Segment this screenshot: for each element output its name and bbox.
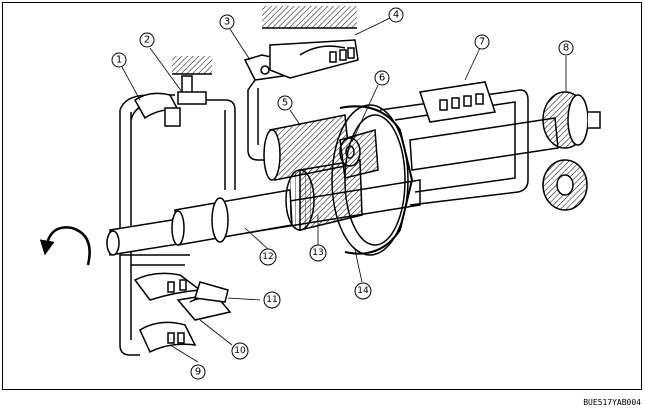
callout-14-label: 14: [357, 286, 369, 296]
lower-gear: [542, 159, 588, 211]
callout-8-label: 8: [563, 43, 569, 54]
callout-11: 11: [263, 291, 281, 309]
rotation-arrow-icon: [39, 226, 91, 266]
callout-9-label: 9: [195, 367, 201, 378]
callout-13-label: 13: [312, 248, 323, 258]
callout-5: 5: [277, 95, 293, 111]
callout-5-label: 5: [282, 98, 288, 109]
callout-1: 1: [111, 52, 127, 68]
gear-8: [542, 91, 601, 149]
callout-7-label: 7: [479, 37, 485, 48]
shift-lever-2: [177, 75, 207, 105]
callout-9: 9: [190, 364, 206, 380]
callout-7: 7: [474, 34, 490, 50]
shift-fork-11: [133, 272, 229, 303]
callout-1-label: 1: [116, 55, 122, 66]
callout-2: 2: [139, 32, 155, 48]
callout-6: 6: [374, 70, 390, 86]
ring-gear-14: [331, 104, 414, 256]
callout-11-label: 11: [266, 295, 277, 305]
callout-12: 12: [259, 248, 277, 266]
idler-gear-6: [339, 129, 379, 179]
shift-rod-upper: [247, 79, 270, 161]
diagram-border: [2, 2, 642, 390]
callout-4-label: 4: [393, 10, 399, 21]
callout-13: 13: [309, 244, 327, 262]
leader-lines: [121, 17, 567, 363]
callout-3: 3: [219, 14, 235, 30]
callout-10: 10: [231, 342, 249, 360]
callout-14: 14: [354, 282, 372, 300]
housing-hatch-top: [172, 6, 357, 75]
callout-10-label: 10: [234, 346, 246, 356]
shift-fork-7: [419, 81, 496, 123]
callout-12-label: 12: [262, 252, 273, 262]
gate-plate-4: [269, 39, 359, 79]
callout-3-label: 3: [224, 17, 230, 28]
shift-fork-9: [139, 321, 197, 354]
callout-4: 4: [388, 7, 404, 23]
sleeve-12: [171, 189, 293, 246]
callout-6-label: 6: [379, 73, 385, 84]
shift-fork-1: [134, 92, 181, 127]
synchro-hub-13: [285, 159, 363, 231]
callout-2-label: 2: [144, 35, 150, 46]
callout-8: 8: [558, 40, 574, 56]
figure-code: BUE517YAB004: [583, 398, 641, 407]
